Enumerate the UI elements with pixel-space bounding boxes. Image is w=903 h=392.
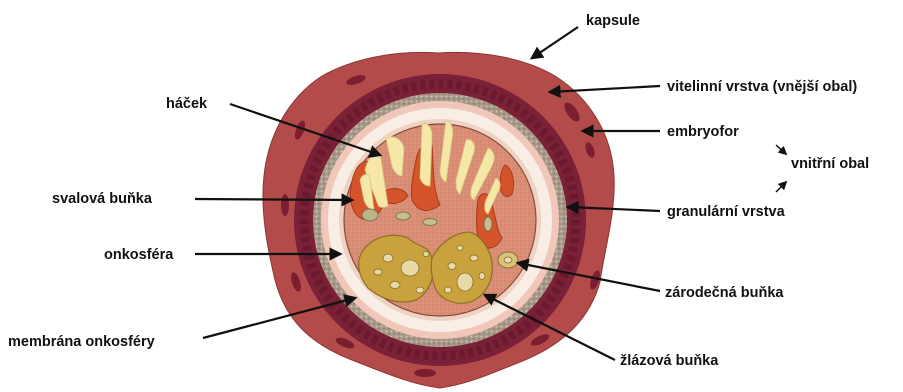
label-zarodecna: zárodečná buňka: [665, 285, 784, 301]
label-granularni: granulární vrstva: [667, 204, 786, 220]
label-kapsule: kapsule: [586, 13, 640, 29]
label-vitelinni: vitelinní vrstva (vnější obal): [667, 79, 857, 95]
germinal-cell: [498, 252, 518, 268]
label-svalova: svalová buňka: [52, 191, 153, 207]
label-vnitrni: vnitřní obal: [791, 156, 869, 172]
label-membrana: membrána onkosféry: [8, 334, 155, 350]
label-zlazova: žlázová buňka: [620, 353, 719, 369]
label-hacek: háček: [166, 96, 208, 112]
label-embryofor: embryofor: [667, 124, 739, 140]
label-onkosfera: onkosféra: [104, 247, 174, 263]
arrow-kapsule: [532, 27, 578, 58]
arrow-svalova: [195, 199, 352, 200]
bracket-arrows: [776, 145, 786, 192]
